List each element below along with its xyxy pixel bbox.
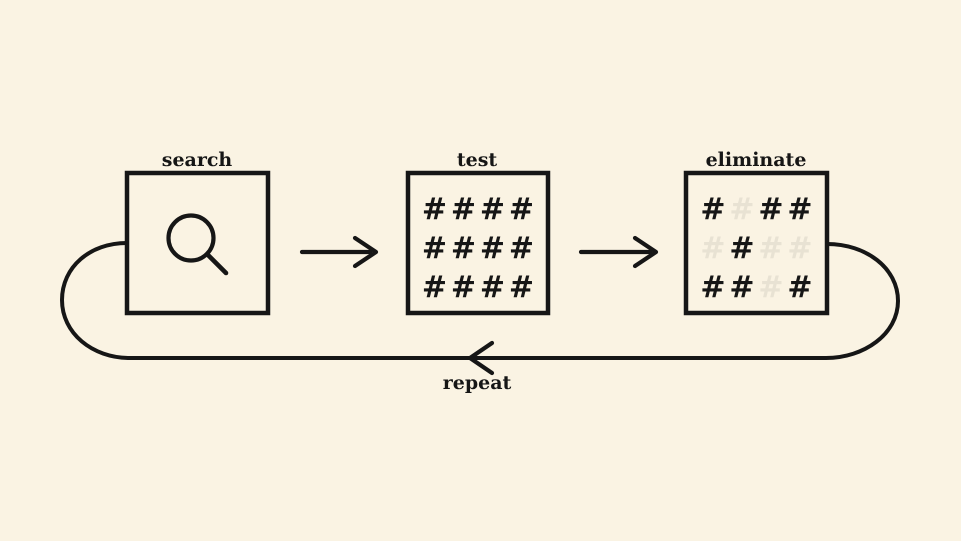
eliminate-box-label: eliminate (706, 149, 807, 171)
hash-glyph: # (787, 192, 812, 227)
hash-glyph: # (480, 192, 505, 227)
hash-glyph: # (758, 192, 783, 227)
hash-glyph: # (480, 231, 505, 266)
eliminate-box (683, 170, 830, 316)
hash-glyph: # (700, 270, 725, 305)
arrow-head (632, 235, 659, 269)
hash-glyph: # (451, 270, 476, 305)
hash-glyph: # (509, 270, 534, 305)
hash-glyph: # (422, 270, 447, 305)
repeat-loop-arrowhead-icon (467, 340, 495, 376)
magnifier-lens (166, 213, 216, 263)
magnifier-icon (166, 213, 229, 276)
hash-glyph: # (451, 192, 476, 227)
arrow-search-to-test-icon (299, 235, 379, 269)
test-box (405, 170, 551, 316)
eliminate-hash-grid: # # # # # # # # # # # # (700, 192, 812, 305)
hash-glyph: # (509, 192, 534, 227)
hash-glyph: # (509, 231, 534, 266)
hash-glyph: # (480, 270, 505, 305)
hash-glyph: # (700, 231, 725, 266)
test-box-label: test (457, 149, 498, 171)
arrow-head (352, 235, 379, 269)
arrow-test-to-eliminate-icon (578, 235, 659, 269)
magnifier-handle (205, 252, 229, 276)
hash-glyph: # (729, 270, 754, 305)
hash-glyph: # (700, 192, 725, 227)
hash-glyph: # (422, 231, 447, 266)
hash-glyph: # (451, 231, 476, 266)
hash-glyph: # (787, 231, 812, 266)
search-box (124, 170, 271, 316)
hash-glyph: # (422, 192, 447, 227)
test-hash-grid: # # # # # # # # # # # # (422, 192, 534, 305)
hash-glyph: # (758, 231, 783, 266)
hash-glyph: # (787, 270, 812, 305)
hash-glyph: # (758, 270, 783, 305)
search-box-label: search (162, 149, 233, 171)
hash-glyph: # (729, 231, 754, 266)
repeat-label: repeat (443, 372, 512, 394)
repeat-loop-path (60, 241, 900, 360)
hash-glyph: # (729, 192, 754, 227)
